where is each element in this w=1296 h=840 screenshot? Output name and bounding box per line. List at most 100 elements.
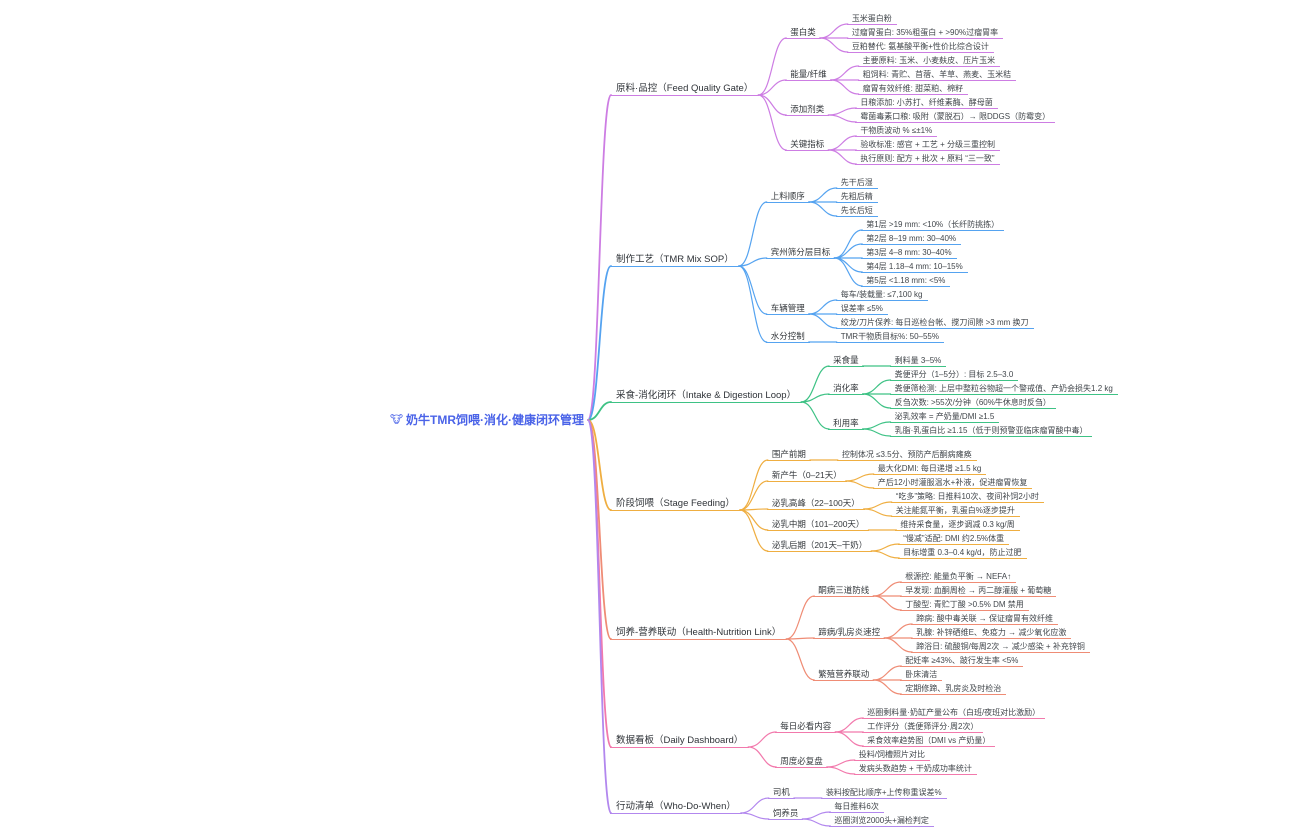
branch-5-sub-1-leaf-0[interactable]: 投料/饲槽照片对比 xyxy=(853,749,931,761)
branch-1-sub-1-leaf-4[interactable]: 第5层 <1.18 mm: <5% xyxy=(861,275,951,287)
branch-2-sub-0-label[interactable]: 采食量 xyxy=(828,355,864,367)
branch-5-sub-1-label[interactable]: 周度必复盘 xyxy=(775,756,828,768)
branch-4-sub-1-label[interactable]: 蹄病/乳房炎速控 xyxy=(813,627,886,639)
branch-2-sub-2-label[interactable]: 利用率 xyxy=(828,418,864,430)
branch-1-sub-1-leaf-0[interactable]: 第1层 >19 mm: <10%（长纤防挑拣） xyxy=(861,219,1005,231)
subtopic-node: 关键指标 干物质波动 % ≤±1% 验收标准: 感官 + 工艺 + 分级三重控制执行… xyxy=(785,125,1055,165)
branch-1-sub-2-leaf-2[interactable]: 绞龙/刀片保养: 每日巡检台帐、搅刀间隙 >3 mm 换刀 xyxy=(835,317,1034,329)
branch-node: 制作工艺（TMR Mix SOP） 上料顺序 先干后湿先粗后精先长后短宾州筛分层目标… xyxy=(610,177,1118,343)
branch-2-label[interactable]: 采食-消化闭环（Intake & Digestion Loop） xyxy=(610,389,803,403)
branch-5-label[interactable]: 数据看板（Daily Dashboard） xyxy=(610,734,750,748)
branch-3-label[interactable]: 阶段饲喂（Stage Feeding） xyxy=(610,497,741,511)
branch-2-sub-2-leaf-1[interactable]: 乳脂·乳蛋白比 ≥1.15（低于则预警亚临床瘤胃酸中毒） xyxy=(889,425,1093,437)
branch-5-sub-0-leaf-1[interactable]: 工作评分（粪便筛评分·周2次） xyxy=(862,721,984,733)
branch-5-sub-0-label[interactable]: 每日必看内容 xyxy=(775,721,837,733)
branch-4-sub-2-leaf-1[interactable]: 卧床清洁 xyxy=(900,669,943,681)
branch-0-sub-1-leaf-2[interactable]: 瘤胃有效纤维: 甜菜粕、棉籽 xyxy=(857,83,969,95)
branch-2-sub-1-leaf-2[interactable]: 反刍次数: >55次/分钟（60%牛休息时反刍） xyxy=(889,397,1056,409)
branch-4-sub-0-leaf-2[interactable]: 丁酸型: 青贮丁酸 >0.5% DM 禁用 xyxy=(900,599,1029,611)
branch-2-sub-0-leaf-0[interactable]: 剩料量 3–5% xyxy=(889,355,947,367)
branch-5-sub-0-leaf-2[interactable]: 采食效率趋势图（DMI vs 产奶量） xyxy=(862,735,996,747)
branch-6-sub-0-label[interactable]: 司机 xyxy=(767,787,795,799)
branch-4-sub-2-label[interactable]: 繁殖营养联动 xyxy=(813,669,875,681)
branch-1-sub-0-leaf-1[interactable]: 先粗后精 xyxy=(835,191,878,203)
branch-3-sub-3-label[interactable]: 泌乳中期（101–200天） xyxy=(766,519,870,531)
branch-0-sub-3-leaf-1[interactable]: 验收标准: 感官 + 工艺 + 分级三重控制 xyxy=(855,139,1000,151)
branch-1-sub-0-leaf-0[interactable]: 先干后湿 xyxy=(835,177,878,189)
branch-0-sub-0-leaf-1[interactable]: 过瘤胃蛋白: 35%粗蛋白 + >90%过瘤胃率 xyxy=(846,27,1004,39)
branch-1-sub-1-leaf-3[interactable]: 第4层 1.18–4 mm: 10–15% xyxy=(861,261,968,273)
branch-1-sub-2-leaf-0[interactable]: 每车/装载量: ≤7,100 kg xyxy=(835,289,928,301)
branch-3-sub-0-label[interactable]: 围产前期 xyxy=(766,449,811,461)
branch-3-sub-4-leaf-1[interactable]: 目标增重 0.3–0.4 kg/d，防止过肥 xyxy=(898,547,1027,559)
branch-4-sub-1-leaf-0[interactable]: 蹄病: 酸中毒关联 → 保证瘤胃有效纤维 xyxy=(911,613,1059,625)
branch-0-sub-2-leaf-0[interactable]: 日粮添加: 小苏打、纤维素酶、酵母菌 xyxy=(855,97,998,109)
branch-4-sub-1-leaf-1[interactable]: 乳腺: 补锌硒维E、免疫力 → 减少氧化应激 xyxy=(911,627,1072,639)
branch-0-sub-2-leaf-1[interactable]: 霉菌毒素口粮: 吸附（蒙脱石）→ 限DDGS（防霉变） xyxy=(855,111,1056,123)
branch-1-sub-2-label[interactable]: 车辆管理 xyxy=(765,303,810,315)
branch-3-sub-2-leaf-1[interactable]: 关注能氮平衡，乳蛋白%逐步提升 xyxy=(890,505,1020,517)
leaf-node: 第3层 4–8 mm: 30–40% xyxy=(861,247,1004,259)
leaves-column: 每车/装载量: ≤7,100 kg 误差率 ≤5% 绞龙/刀片保养: 每日巡检台帐、… xyxy=(835,289,1034,329)
branch-0-sub-1-leaf-0[interactable]: 主要原料: 玉米、小麦麸皮、压片玉米 xyxy=(857,55,1001,67)
leaf-node: 产后12小时灌服温水+补液，促进瘤胃恢复 xyxy=(872,477,1033,489)
branch-0-sub-0-label[interactable]: 蛋白类 xyxy=(785,27,821,39)
branch-3-sub-4-label[interactable]: 泌乳后期（201天–干奶） xyxy=(766,540,873,552)
branch-6-sub-1-leaf-1[interactable]: 巡圈浏览2000头+漏检判定 xyxy=(829,815,934,827)
branch-4-sub-2-leaf-2[interactable]: 定期修蹄、乳房炎及时检治 xyxy=(900,683,1007,695)
branch-1-sub-3-label[interactable]: 水分控制 xyxy=(765,331,810,343)
branch-2-sub-1-leaf-0[interactable]: 粪便评分（1–5分）: 目标 2.5–3.0 xyxy=(889,369,1019,381)
branch-0-sub-0-leaf-2[interactable]: 豆粕替代: 氨基酸平衡+性价比综合设计 xyxy=(846,41,994,53)
branch-0-sub-1-leaf-1[interactable]: 粗饲料: 青贮、苜蓿、羊草、燕麦、玉米秸 xyxy=(857,69,1017,81)
branch-1-sub-0-leaf-2[interactable]: 先长后短 xyxy=(835,205,878,217)
branch-3-sub-1-leaf-1[interactable]: 产后12小时灌服温水+补液，促进瘤胃恢复 xyxy=(872,477,1033,489)
branch-4-sub-0-leaf-0[interactable]: 根源控: 能量负平衡 → NEFA↑ xyxy=(900,571,1017,583)
branch-4-sub-0-label[interactable]: 酮病三道防线 xyxy=(813,585,875,597)
central-topic-label: 奶牛TMR饲喂·消化·健康闭环管理 xyxy=(406,412,585,427)
branch-3-sub-3-leaf-0[interactable]: 维持采食量，逐步调减 0.3 kg/周 xyxy=(895,519,1020,531)
branch-1-label[interactable]: 制作工艺（TMR Mix SOP） xyxy=(610,253,740,267)
branch-1-sub-3-leaf-0[interactable]: TMR干物质目标%: 50–55% xyxy=(835,331,944,343)
branch-2-sub-2-leaf-0[interactable]: 泌乳效率 = 产奶量/DMI ≥1.5 xyxy=(889,411,1000,423)
branch-3-sub-2-label[interactable]: 泌乳高峰（22–100天） xyxy=(766,498,865,510)
branch-3-sub-2-leaf-0[interactable]: “吃多”策略: 日推料10次、夜间补饲2小时 xyxy=(890,491,1044,503)
branch-0-sub-3-label[interactable]: 关键指标 xyxy=(785,139,830,151)
branch-1-sub-2-leaf-1[interactable]: 误差率 ≤5% xyxy=(835,303,888,315)
subtopics-column: 蛋白类 玉米蛋白粉过瘤胃蛋白: 35%粗蛋白 + >90%过瘤胃率豆粕替代: 氨基… xyxy=(785,13,1056,165)
branch-2-sub-1-label[interactable]: 消化率 xyxy=(828,383,864,395)
branch-1-sub-1-leaf-1[interactable]: 第2层 8–19 mm: 30–40% xyxy=(861,233,962,245)
branch-1-sub-1-label[interactable]: 宾州筛分层目标 xyxy=(765,247,836,259)
leaf-node: 投料/饲槽照片对比 xyxy=(853,749,977,761)
branch-3-sub-0-leaf-0[interactable]: 控制体况 ≤3.5分、预防产后酮病瘫痪 xyxy=(836,449,977,461)
branch-4-sub-1-leaf-2[interactable]: 蹄浴日: 硫酸铜/每周2次 → 减少感染 + 补充锌铜 xyxy=(911,641,1090,653)
leaf-node: 巡圈剩料量·奶缸产量公布（白班/夜班对比激励） xyxy=(862,707,1046,719)
leaves-column: 玉米蛋白粉过瘤胃蛋白: 35%粗蛋白 + >90%过瘤胃率豆粕替代: 氨基酸平衡… xyxy=(846,13,1004,53)
branch-1-sub-1-leaf-2[interactable]: 第3层 4–8 mm: 30–40% xyxy=(861,247,957,259)
leaf-node: 控制体况 ≤3.5分、预防产后酮病瘫痪 xyxy=(836,449,977,461)
branch-0-sub-3-leaf-2[interactable]: 执行原则: 配方 + 批次 + 原料 “三一致” xyxy=(855,153,1000,165)
branch-3-sub-4-leaf-0[interactable]: “慢减”适配: DMI 约2.5%体重 xyxy=(898,533,1010,545)
branch-0-label[interactable]: 原料·品控（Feed Quality Gate） xyxy=(610,82,760,96)
branch-5-sub-0-leaf-0[interactable]: 巡圈剩料量·奶缸产量公布（白班/夜班对比激励） xyxy=(862,707,1046,719)
central-topic[interactable]: 🐮 奶牛TMR饲喂·消化·健康闭环管理 xyxy=(384,413,590,428)
branch-1-sub-0-label[interactable]: 上料顺序 xyxy=(765,191,810,203)
branch-node: 原料·品控（Feed Quality Gate） 蛋白类 玉米蛋白粉过瘤胃蛋白: 3… xyxy=(610,13,1118,165)
branch-6-sub-1-label[interactable]: 饲养员 xyxy=(767,808,804,820)
branch-5-sub-1-leaf-1[interactable]: 发病头数趋势 + 干奶成功率统计 xyxy=(853,763,977,775)
branch-4-sub-0-leaf-1[interactable]: 早发现: 血酮周检 → 丙二醇灌服 + 葡萄糖 xyxy=(900,585,1057,597)
branch-0-sub-1-label[interactable]: 能量/纤维 xyxy=(785,69,832,81)
branch-3-sub-1-leaf-0[interactable]: 最大化DMI: 每日递增 ≥1.5 kg xyxy=(872,463,987,475)
branch-6-sub-1-leaf-0[interactable]: 每日推料6次 xyxy=(829,801,884,813)
branch-6-label[interactable]: 行动清单（Who-Do-When） xyxy=(610,800,742,814)
branch-0-sub-3-leaf-0[interactable]: 干物质波动 % ≤±1% xyxy=(855,125,938,137)
branch-6-sub-0-leaf-0[interactable]: 装料按配比顺序+上传称重误差% xyxy=(820,787,947,799)
leaf-node: 第2层 8–19 mm: 30–40% xyxy=(861,233,1004,245)
branch-2-sub-1-leaf-1[interactable]: 粪便筛检测: 上层中整粒谷物超一个警戒值、产奶会损失1.2 kg xyxy=(889,383,1118,395)
branch-3-sub-1-label[interactable]: 新产牛（0–21天） xyxy=(766,470,847,482)
leaves-column: “慢减”适配: DMI 约2.5%体重目标增重 0.3–0.4 kg/d，防止过… xyxy=(898,533,1027,559)
leaf-node: 先干后湿 xyxy=(835,177,878,189)
branch-0-sub-0-leaf-0[interactable]: 玉米蛋白粉 xyxy=(846,13,897,25)
branch-4-label[interactable]: 饲养-营养联动（Health-Nutrition Link） xyxy=(610,626,788,640)
branch-4-sub-2-leaf-0[interactable]: 配妊率 ≥43%、跛行发生率 <5% xyxy=(900,655,1024,667)
branch-0-sub-2-label[interactable]: 添加剂类 xyxy=(785,104,830,116)
